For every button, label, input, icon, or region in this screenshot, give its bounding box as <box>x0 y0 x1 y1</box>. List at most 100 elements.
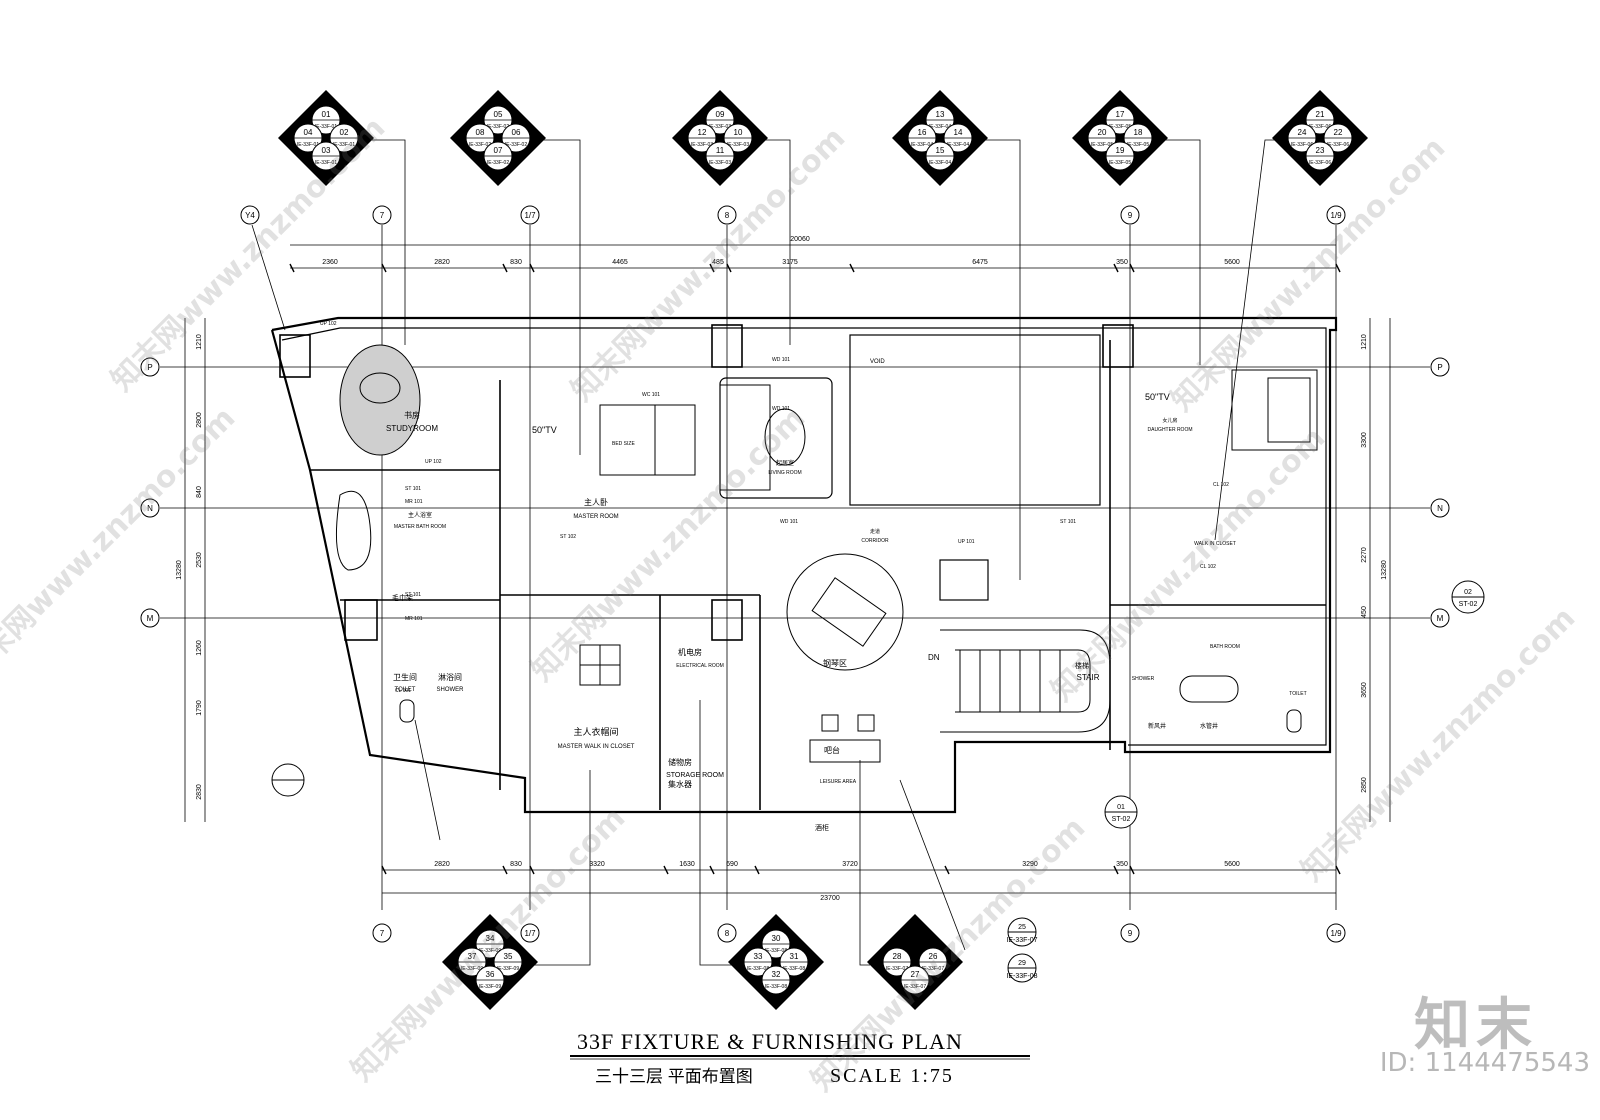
room-en: STUDYROOM <box>386 424 438 433</box>
key-ref: IE-33F-04 <box>929 124 951 130</box>
key-number: 15 <box>936 146 945 155</box>
material-tag: WD 101 <box>772 357 790 363</box>
dim-total-top: 20060 <box>790 236 810 243</box>
misc-labels: 50"TV 50"TV VOID DN 毛巾架 BED SIZE 集水器 酒柜 … <box>392 359 1218 832</box>
dim-right: 450 <box>1361 606 1368 618</box>
room-en: SHOWER <box>437 687 465 693</box>
brand-logo: 知末 <box>1414 993 1538 1058</box>
elevation-key: 13IE-33F-0416IE-33F-0414IE-33F-0415IE-33… <box>892 90 988 186</box>
room-cn: 储物房 <box>668 757 692 767</box>
key-number: 11 <box>716 146 725 155</box>
elevation-key: 01IE-33F-0104IE-33F-0102IE-33F-0103IE-33… <box>278 90 374 186</box>
dn-label: DN <box>928 653 940 662</box>
axis-label: 7 <box>380 929 385 938</box>
elevation-key: 09IE-33F-0312IE-33F-0310IE-33F-0311IE-33… <box>672 90 768 186</box>
key-number: 14 <box>954 128 963 137</box>
room-en: BATH ROOM <box>1210 644 1240 650</box>
key-number: 02 <box>340 128 349 137</box>
dim-bottom: 350 <box>1116 861 1128 868</box>
section-number: 01 <box>1117 804 1125 811</box>
key-number: 03 <box>322 146 331 155</box>
room-en: MASTER WALK IN CLOSET <box>558 744 635 750</box>
key-ref: IE-33F-04 <box>911 142 933 148</box>
key-ref: IE-33F-04 <box>929 160 951 166</box>
dim-top: 2360 <box>322 259 338 266</box>
key-ref: IE-33F-01 <box>297 142 319 148</box>
axis-label: 8 <box>725 929 730 938</box>
dim-left: 840 <box>196 486 203 498</box>
stair <box>940 629 1111 733</box>
key-number: 19 <box>1116 146 1125 155</box>
key-ref: IE-33F-02 <box>487 124 509 130</box>
key-ref: IE-33F-05 <box>1127 142 1149 148</box>
key-ref: IE-33F-07 <box>1006 937 1037 944</box>
room-en: TOILET <box>395 687 416 693</box>
brand-id: ID: 1144475543 <box>1379 1048 1590 1078</box>
key-number: 04 <box>304 128 313 137</box>
key-number: 01 <box>322 110 331 119</box>
key-ref: IE-33F-05 <box>1109 160 1131 166</box>
room-cn: 主人浴室 <box>408 511 432 519</box>
room-cn: 楼梯 <box>1075 661 1089 670</box>
water-shaft-label: 水管井 <box>1200 722 1218 730</box>
key-number: 37 <box>468 952 477 961</box>
room-cn: 吧台 <box>824 745 840 755</box>
tv-label: 50"TV <box>532 425 557 435</box>
axis-label: 1/9 <box>1330 929 1342 938</box>
key-number: 05 <box>494 110 503 119</box>
dim-ticks <box>289 263 1341 875</box>
elevation-key: 30IE-33F-0833IE-33F-0831IE-33F-0832IE-33… <box>728 914 824 1010</box>
key-ref: IE-33F-06 <box>1309 124 1331 130</box>
key-ref: IE-33F-01 <box>315 124 337 130</box>
dim-left: 1260 <box>196 640 203 656</box>
axis-label: Y4 <box>245 211 255 220</box>
key-ref: IE-33F-01 <box>333 142 355 148</box>
material-tag: UP 102 <box>320 321 337 327</box>
key-number: 20 <box>1098 128 1107 137</box>
key-number: 24 <box>1298 128 1307 137</box>
dim-total-bottom: 23700 <box>820 895 840 902</box>
key-ref: IE-33F-01 <box>315 160 337 166</box>
key-number: 07 <box>494 146 503 155</box>
key-number: 18 <box>1134 128 1143 137</box>
material-tag: UP 101 <box>958 539 975 545</box>
cabinet-label: 酒柜 <box>815 823 829 832</box>
axis-line-y4 <box>251 224 286 331</box>
room-en: CORRIDOR <box>861 538 889 544</box>
elevation-keys: 01IE-33F-0104IE-33F-0102IE-33F-0103IE-33… <box>278 90 1368 1010</box>
axis-label: 1/9 <box>1330 211 1342 220</box>
void-label: VOID <box>870 359 885 365</box>
room-cn: 主人衣帽间 <box>573 726 618 737</box>
key-ref: IE-33F-09 <box>479 984 501 990</box>
room-cn: 书房 <box>404 410 420 420</box>
water-heater-label: 集水器 <box>668 779 692 789</box>
towel-label: 毛巾架 <box>392 593 413 602</box>
key-ref: IE-33F-06 <box>1327 142 1349 148</box>
key-number: 06 <box>512 128 521 137</box>
axis-labels: Y4 7 1/7 8 9 1/9 7 1/7 8 9 1/9 P N M P N… <box>147 211 1444 938</box>
key-ref: IE-33F-09 <box>461 966 483 972</box>
small-key-text: 25 IE-33F-07 29 IE-33F-08 02 ST-02 01 ST… <box>1006 589 1477 980</box>
key-ref: IE-33F-06 <box>1291 142 1313 148</box>
key-ref: IE-33F-06 <box>1309 160 1331 166</box>
material-tag: CL 102 <box>1213 482 1229 488</box>
dim-bottom: 3320 <box>589 861 605 868</box>
key-ref: IE-33F-02 <box>505 142 527 148</box>
axis-label: 9 <box>1128 211 1133 220</box>
dim-top: 485 <box>712 259 724 266</box>
key-ref: IE-33F-07 <box>904 984 926 990</box>
axis-bubbles <box>140 205 1450 943</box>
dim-bottom: 5600 <box>1224 861 1240 868</box>
key-ref: IE-33F-08 <box>765 984 787 990</box>
key-ref: IE-33F-08 <box>747 966 769 972</box>
axis-label: N <box>1437 504 1443 513</box>
key-number: 13 <box>936 110 945 119</box>
key-number: 12 <box>698 128 707 137</box>
dim-right: 3650 <box>1361 682 1368 698</box>
key-number: 31 <box>790 952 799 961</box>
elevation-key: 21IE-33F-0624IE-33F-0622IE-33F-0623IE-33… <box>1272 90 1368 186</box>
key-number: 22 <box>1334 128 1343 137</box>
dim-bottom: 1630 <box>679 861 695 868</box>
